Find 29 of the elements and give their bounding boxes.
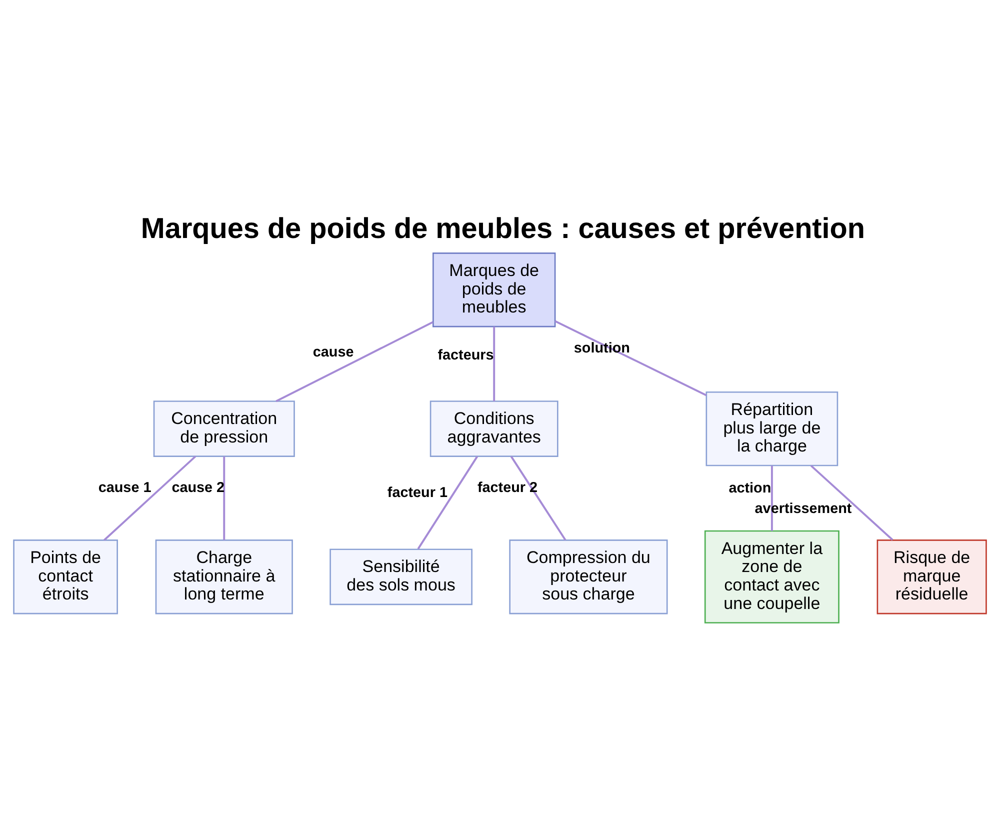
edge-label: facteur 2 <box>477 480 538 496</box>
connector <box>510 456 566 541</box>
edge-label: cause 2 <box>172 480 225 496</box>
edge-label: cause 1 <box>98 480 152 496</box>
node-box: Risque de marque résiduelle <box>876 540 987 614</box>
edge-label: facteurs <box>438 347 494 364</box>
node-box: Conditions aggravantes <box>430 400 558 457</box>
node-box: Concentration de pression <box>153 400 295 457</box>
diagram-title: Marques de poids de meubles : causes et prévention <box>140 213 866 246</box>
connector <box>104 456 196 541</box>
node-box: Points de contact étroits <box>13 540 118 614</box>
connector <box>770 466 773 531</box>
node-box: Marques de poids de meubles <box>432 252 556 328</box>
connector <box>810 464 894 541</box>
connector <box>493 326 496 402</box>
node-box: Répartition plus large de la charge <box>706 391 838 466</box>
edge-label: avertissement <box>754 500 852 517</box>
connector <box>417 456 478 550</box>
node-box: Charge stationnaire à long terme <box>155 540 293 614</box>
node-box: Augmenter la zone de contact avec une coupelle <box>704 530 840 624</box>
edge-label: facteur 1 <box>387 485 448 502</box>
edge-label: cause <box>312 344 354 361</box>
connector <box>554 320 707 396</box>
edge-label: action <box>728 480 772 496</box>
node-box: Compression du protecteur sous charge <box>509 540 668 614</box>
connector <box>276 321 434 402</box>
node-box: Sensibilité des sols mous <box>330 548 472 606</box>
edge-label: solution <box>574 340 630 356</box>
connector <box>223 456 226 540</box>
